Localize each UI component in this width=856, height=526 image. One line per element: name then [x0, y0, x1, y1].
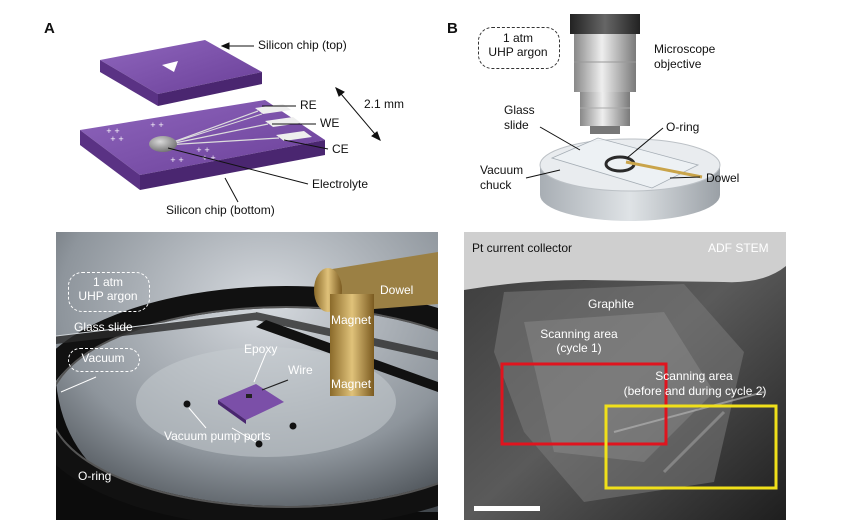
scan-area-cycle1-box	[500, 362, 668, 446]
dimension-label: 2.1 mm	[364, 97, 405, 111]
svg-text:+ +: + +	[202, 154, 216, 162]
bottom-chip-label: Silicon chip (bottom)	[166, 203, 275, 217]
electrolyte-label: Electrolyte	[312, 177, 369, 191]
collector-label: Pt current collector	[472, 241, 573, 255]
objective-line2: objective	[654, 57, 702, 71]
panel-a: + ++ + + ++ + + ++ + A Silicon chip (top…	[0, 0, 430, 230]
scan-area-cycle2-box	[604, 404, 778, 490]
dowel-label-c: Dowel	[380, 283, 414, 297]
we-label: WE	[320, 116, 340, 130]
scan1-line1: Scanning area	[540, 327, 618, 341]
re-label: RE	[300, 98, 317, 112]
panel-b-label: B	[447, 20, 458, 37]
atmosphere-c-line1: 1 atm	[92, 275, 123, 289]
glass-line1: Glass	[504, 103, 535, 117]
scan2-line2: (before and during cycle 2)	[623, 384, 767, 398]
atmosphere-bubble-c	[68, 272, 150, 312]
scale-bar	[474, 506, 540, 511]
svg-text:+ +: + +	[106, 127, 120, 135]
panel-c: C 1 atm UHP argon Glass slide Vacuum Epo…	[56, 232, 438, 520]
panel-a-label: A	[44, 20, 55, 37]
microscope-objective	[570, 14, 640, 134]
panel-b-illustration	[525, 14, 721, 221]
ce-label: CE	[332, 142, 349, 156]
panel-a-illustration: + ++ + + ++ + + ++ +	[80, 40, 381, 203]
vacuum-bubble	[68, 348, 140, 372]
svg-text:+ +: + +	[150, 121, 164, 129]
scan2-line1: Scanning area	[655, 369, 733, 383]
scan1-line2: (cycle 1)	[556, 341, 602, 355]
svg-text:+ +: + +	[110, 135, 124, 143]
panel-c-illustration	[56, 232, 438, 520]
mode-label: ADF STEM	[708, 241, 769, 255]
panel-b: B 1 atm UHP argon Microscope objective G…	[430, 0, 856, 230]
epoxy-label: Epoxy	[244, 342, 278, 356]
panel-d: D Pt current collector ADF STEM Graphite…	[464, 232, 786, 520]
glass-slide-label: Glass slide	[74, 320, 133, 334]
top-chip-label: Silicon chip (top)	[258, 38, 347, 52]
wire-label: Wire	[288, 363, 313, 377]
oring-label-b: O-ring	[666, 120, 700, 134]
atmosphere-line2: UHP argon	[488, 45, 548, 59]
pump-ports-label: Vacuum pump ports	[164, 429, 271, 443]
glass-line2: slide	[504, 118, 529, 132]
dowel-label-b: Dowel	[706, 171, 740, 185]
magnet-top-label: Magnet	[331, 313, 372, 327]
svg-text:+ +: + +	[170, 156, 184, 164]
chuck-line1: Vacuum	[480, 163, 524, 177]
panel-d-micrograph	[464, 232, 786, 520]
atmosphere-line1: 1 atm	[502, 31, 533, 45]
graphite-label: Graphite	[588, 297, 635, 311]
objective-line1: Microscope	[654, 42, 716, 56]
oring-label-c: O-ring	[78, 469, 112, 483]
top-chip	[100, 40, 262, 106]
bottom-chip: + ++ + + ++ + + ++ +	[80, 100, 325, 190]
atmosphere-bubble	[478, 27, 560, 69]
chuck-line2: chuck	[480, 178, 512, 192]
svg-text:+ +: + +	[196, 146, 210, 154]
vacuum-label: Vacuum	[81, 351, 125, 365]
atmosphere-c-line2: UHP argon	[78, 289, 138, 303]
magnet-bottom-label: Magnet	[331, 377, 372, 391]
